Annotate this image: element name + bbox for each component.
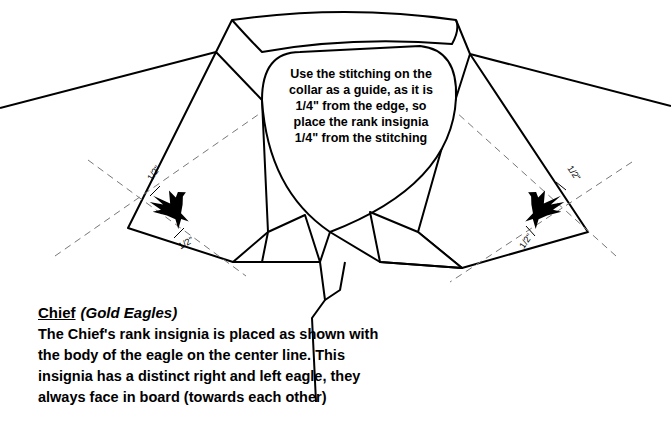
stitch-guide-line <box>450 162 632 282</box>
rank-heading: Chief <box>38 303 76 323</box>
collar-stand-left <box>262 215 320 262</box>
collar-stand-right <box>370 212 462 268</box>
dimension-label: 1/2" <box>565 164 582 183</box>
neckline <box>233 232 462 268</box>
shoulder-line <box>0 52 216 108</box>
center-guide-line <box>456 112 616 256</box>
placket-line <box>325 262 345 300</box>
stitch-guide-line <box>88 160 246 276</box>
eagle-left <box>145 179 200 235</box>
dimension-arrow <box>150 186 160 196</box>
rank-description: The Chief's rank insignia is placed as s… <box>38 324 386 408</box>
eagle-right <box>513 179 568 235</box>
collar-back <box>262 46 456 232</box>
instruction-note: Use the stitching on the collar as a gui… <box>284 66 438 146</box>
dimension-arrow <box>556 182 566 190</box>
rank-subheading: (Gold Eagles) <box>81 303 178 323</box>
dimension-arrow <box>174 228 184 238</box>
center-guide-line <box>55 112 262 256</box>
